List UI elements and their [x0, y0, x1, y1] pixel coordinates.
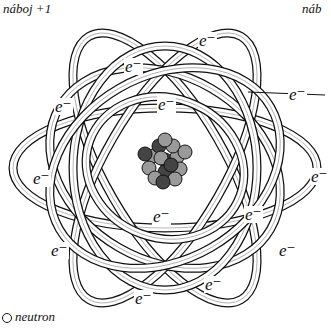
electron-label: e⁻	[204, 276, 223, 293]
orbit-outline	[37, 6, 293, 329]
nucleon	[164, 158, 178, 172]
orbit-outline	[37, 6, 293, 329]
neutron-symbol	[3, 314, 12, 323]
orbit-core	[13, 108, 317, 228]
orbit-hatch	[13, 27, 316, 308]
charge-label: náboj +1	[3, 2, 51, 15]
orbit-outline	[73, 46, 257, 290]
orbit-outline	[13, 27, 316, 308]
orbit-outline	[13, 27, 316, 308]
orbit-band	[37, 6, 293, 329]
orbit-hatch	[37, 6, 293, 329]
electron-label: e⁻	[198, 32, 217, 49]
electron-label: e⁻	[134, 290, 153, 307]
electron-label: e⁻	[50, 242, 69, 259]
electron-label: e⁻	[288, 86, 307, 103]
electron-label: e⁻	[310, 168, 329, 185]
orbit-band	[13, 27, 316, 308]
leader-line	[248, 92, 325, 95]
orbit-band	[66, 75, 264, 261]
orbit-core	[37, 6, 293, 329]
key-label: neutron	[15, 310, 55, 323]
orbit-core	[13, 27, 316, 308]
orbit-hatch	[13, 108, 317, 228]
electron-label: e⁻	[244, 206, 263, 223]
orbit-core	[13, 27, 316, 308]
orbit-outline	[66, 75, 264, 261]
electron-label: e⁻	[157, 96, 176, 113]
orbit-band	[37, 6, 293, 329]
orbit-outline	[13, 108, 317, 228]
orbit-hatch	[13, 27, 316, 308]
orbit-core	[37, 6, 293, 329]
nucleon	[158, 133, 172, 147]
nucleon	[138, 147, 152, 161]
orbit-core	[73, 46, 257, 290]
electron-label: e⁻	[54, 98, 73, 115]
nucleon	[156, 175, 170, 189]
nucleus	[138, 133, 192, 189]
orbit-band	[73, 46, 257, 290]
nucleon	[178, 145, 192, 159]
electron-label: e⁻	[124, 58, 143, 75]
electron-label: e⁻	[152, 208, 171, 225]
orbit-band	[13, 27, 316, 308]
orbit-hatch	[73, 46, 257, 290]
orbit-hatch	[37, 6, 293, 329]
electron-label: e⁻	[32, 170, 51, 187]
electron-orbits	[13, 6, 317, 329]
charge-label: náb	[302, 2, 322, 15]
orbit-band	[13, 108, 317, 228]
orbit-core	[66, 75, 264, 261]
orbit-hatch	[66, 75, 264, 261]
electron-label: e⁻	[278, 242, 297, 259]
